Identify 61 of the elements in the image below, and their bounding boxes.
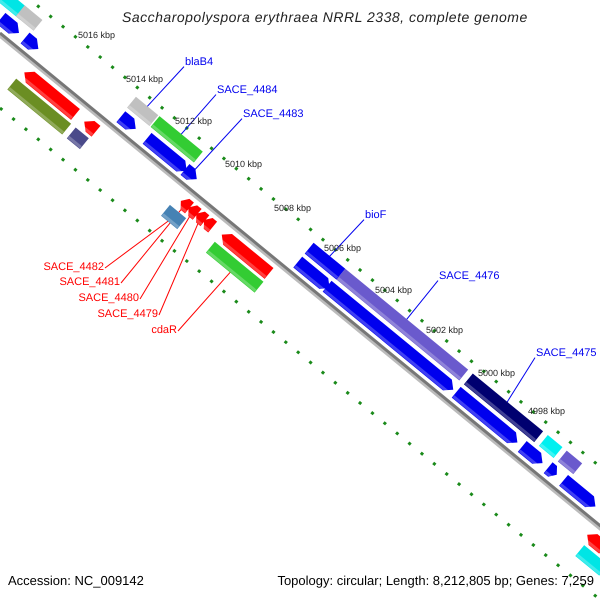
gene-block: [7, 78, 72, 135]
leader-line: [120, 208, 182, 284]
gene-block: [66, 128, 89, 150]
accession-text: Accession: NC_009142: [8, 574, 144, 589]
leader-line: [104, 220, 170, 268]
gene-block: [586, 534, 600, 554]
leader-line: [405, 280, 438, 322]
gene-block: [575, 545, 600, 576]
gene-block: [82, 120, 100, 137]
gene-block: [0, 12, 19, 36]
scale-label: 5000 kbp: [478, 368, 516, 378]
leader-line: [194, 118, 242, 171]
gene-label: cdaR: [151, 324, 177, 337]
gene-block: [16, 5, 42, 31]
gene-block: [20, 32, 38, 52]
scale-label: 5004 kbp: [375, 285, 412, 296]
gene-block: [544, 462, 558, 478]
gene-label: SACE_4475: [536, 347, 597, 360]
gene-label: SACE_4484: [217, 84, 278, 97]
gene-label: SACE_4476: [439, 270, 500, 283]
gene-block: [202, 218, 218, 232]
gene-block: [179, 198, 194, 214]
genome-info-text: Topology: circular; Length: 8,212,805 bp; Genes: 7,259: [277, 574, 594, 589]
gene-block: [180, 164, 197, 182]
gene-label: SACE_4480: [78, 292, 139, 305]
gene-block: [304, 242, 346, 280]
gene-block: [518, 441, 543, 466]
leader-line: [506, 357, 536, 404]
gene-block: [186, 205, 202, 220]
gene-block: [116, 111, 136, 132]
gene-label: bioF: [365, 209, 386, 222]
gene-block: [293, 256, 330, 290]
gene-block: [127, 96, 158, 126]
gene-label: blaB4: [185, 56, 214, 69]
scale-label: 5010 kbp: [225, 159, 262, 170]
leader-line: [180, 94, 216, 136]
map-title: Saccharopolyspora erythraea NRRL 2338, complete genome: [122, 9, 528, 26]
gene-block: [538, 435, 562, 458]
gene-label: SACE_4479: [97, 308, 158, 321]
leader-line: [158, 221, 200, 316]
gene-block: [22, 72, 80, 120]
gene-label: SACE_4482: [43, 261, 104, 274]
scale-label: 4998 kbp: [528, 406, 566, 416]
scale-label: 5002 kbp: [426, 325, 464, 336]
leader-line: [328, 219, 364, 258]
scale-label: 5008 kbp: [274, 203, 312, 214]
gene-block: [194, 212, 210, 226]
scale-label: 5016 kbp: [78, 30, 116, 40]
gene-block: [206, 242, 264, 293]
gene-block: [161, 204, 186, 230]
leader-line: [146, 66, 184, 108]
scale-label: 5014 kbp: [126, 74, 164, 84]
leader-line: [140, 214, 191, 300]
gene-block: [220, 234, 274, 279]
gene-label: SACE_4483: [243, 108, 304, 121]
leader-line: [178, 270, 232, 332]
gene-block: [559, 474, 596, 509]
gene-block: [452, 386, 518, 445]
gene-block: [558, 450, 582, 474]
gene-block: [142, 132, 187, 174]
gene-label: SACE_4481: [59, 276, 120, 289]
